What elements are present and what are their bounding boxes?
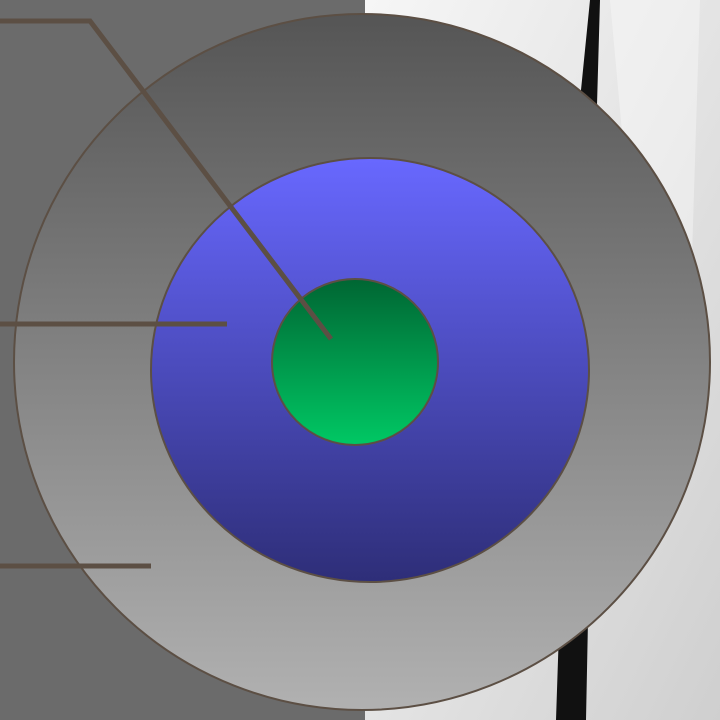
inner-core [272,279,438,445]
